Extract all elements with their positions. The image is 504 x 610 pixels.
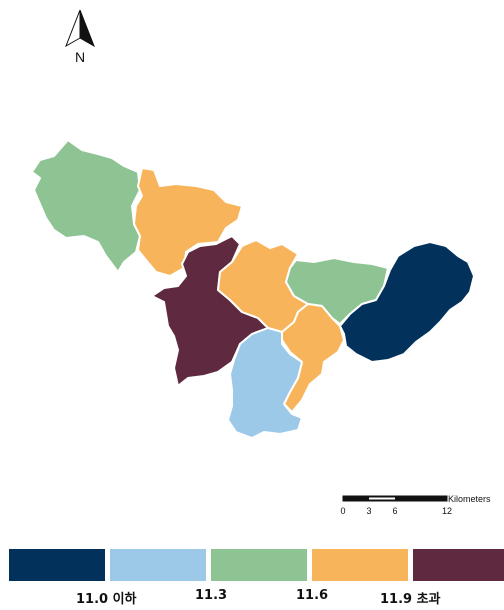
scale-tick-3: 3 xyxy=(366,506,371,516)
north-label: N xyxy=(75,49,85,65)
scale-tick-12: 12 xyxy=(442,506,452,516)
legend-label-3: 11.6 xyxy=(296,588,329,603)
legend-swatches xyxy=(9,549,504,581)
region-south-blue[interactable] xyxy=(227,327,303,439)
legend-label-2: 11.3 xyxy=(195,588,228,603)
scale-tick-0: 0 xyxy=(340,506,345,516)
scale-tick-6: 6 xyxy=(392,506,397,516)
legend-swatch-1 xyxy=(9,549,105,581)
legend-label-1: 11.0 이하 xyxy=(76,592,137,607)
region-west-green[interactable] xyxy=(31,139,141,273)
legend-swatch-5 xyxy=(413,549,504,581)
north-arrow-icon: N xyxy=(65,9,95,65)
region-northwest-orange[interactable] xyxy=(133,167,243,277)
legend-swatch-3 xyxy=(211,549,307,581)
region-east-navy[interactable] xyxy=(339,241,475,363)
map-regions xyxy=(31,139,475,439)
scale-unit-label: Kilometers xyxy=(448,494,491,504)
legend-swatch-2 xyxy=(110,549,206,581)
scale-bar: 0 3 6 12 Kilometers xyxy=(340,494,491,516)
legend-label-4: 11.9 초과 xyxy=(380,592,441,607)
legend-swatch-4 xyxy=(312,549,408,581)
